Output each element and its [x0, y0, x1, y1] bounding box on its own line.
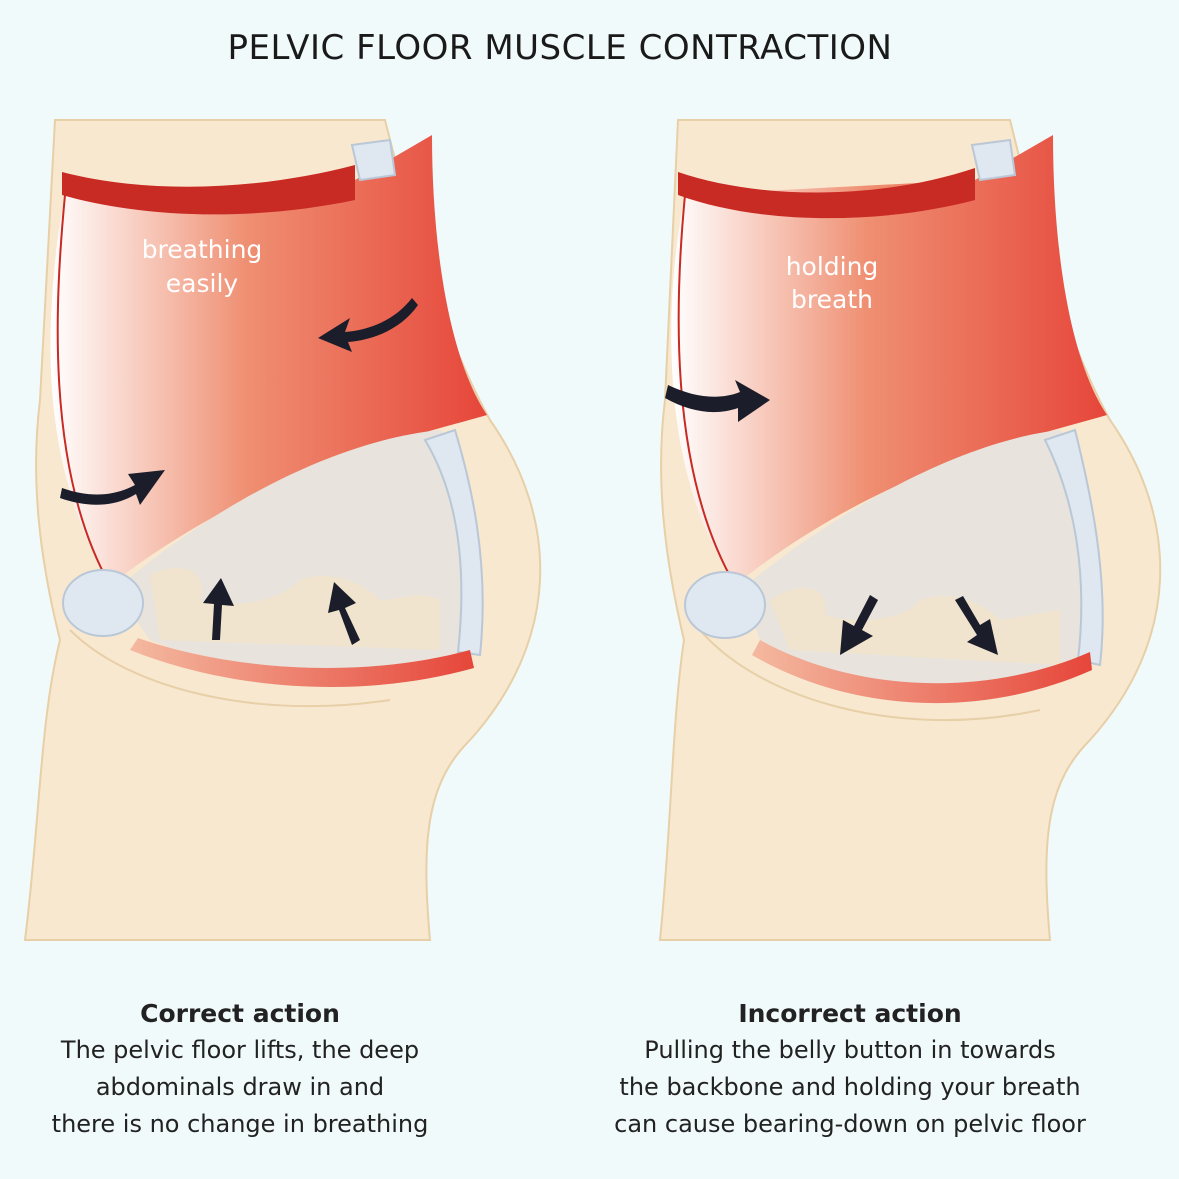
right-arrow-floor-down-1-icon — [840, 595, 878, 655]
caption-incorrect-title: Incorrect action — [738, 999, 962, 1028]
caption-incorrect-line-3: can cause bearing-down on pelvic floor — [614, 1110, 1086, 1138]
left-arrow-muscle-inward-icon — [318, 298, 418, 352]
caption-correct-action: Correct action The pelvic floor lifts, t… — [0, 995, 490, 1143]
caption-correct-line-3: there is no change in breathing — [51, 1110, 429, 1138]
caption-incorrect-line-2: the backbone and holding your breath — [619, 1073, 1081, 1101]
right-pelvic-floor-muscle — [752, 640, 1092, 704]
left-panel-label-line1: breathing — [142, 235, 263, 264]
right-panel-label-line2: breath — [791, 285, 873, 314]
left-arrow-belly-inward-icon — [60, 470, 165, 505]
left-thigh-crease — [69, 629, 391, 708]
left-panel-label-line2: easily — [166, 269, 239, 298]
page-title: PELVIC FLOOR MUSCLE CONTRACTION — [227, 28, 893, 68]
caption-correct-line-1: The pelvic floor lifts, the deep — [60, 1036, 420, 1064]
right-abdominal-outline — [677, 194, 736, 586]
caption-correct-line-2: abdominals draw in and — [95, 1073, 385, 1101]
left-spine — [423, 428, 484, 657]
caption-incorrect-line-1: Pulling the belly button in towards — [644, 1036, 1056, 1064]
left-arrow-floor-up-1-icon — [203, 578, 234, 640]
caption-correct-title: Correct action — [140, 999, 340, 1028]
right-abdominal-muscle — [671, 135, 1107, 585]
caption-incorrect-action: Incorrect action Pulling the belly butto… — [600, 995, 1100, 1143]
left-arrow-floor-up-2-icon — [328, 582, 360, 645]
right-diaphragm-band — [678, 168, 975, 219]
right-thigh-crease — [699, 629, 1041, 721]
right-arrow-floor-down-2-icon — [955, 596, 998, 655]
left-pelvic-bone — [150, 568, 440, 650]
left-rib-cartilage — [350, 138, 397, 182]
right-panel-label-line1: holding — [786, 252, 879, 281]
left-abdominal-outline — [56, 194, 111, 586]
left-panel: breathing easily — [23, 119, 542, 941]
left-pubic-bone — [62, 569, 144, 637]
right-arrow-belly-inward-icon — [665, 380, 770, 422]
right-rib-cartilage — [970, 138, 1017, 182]
left-pelvic-floor-muscle — [130, 638, 474, 688]
left-diaphragm-band — [62, 165, 355, 215]
right-pubic-bone — [684, 571, 766, 639]
right-spine — [1043, 428, 1104, 667]
right-panel: holding breath — [658, 119, 1162, 941]
